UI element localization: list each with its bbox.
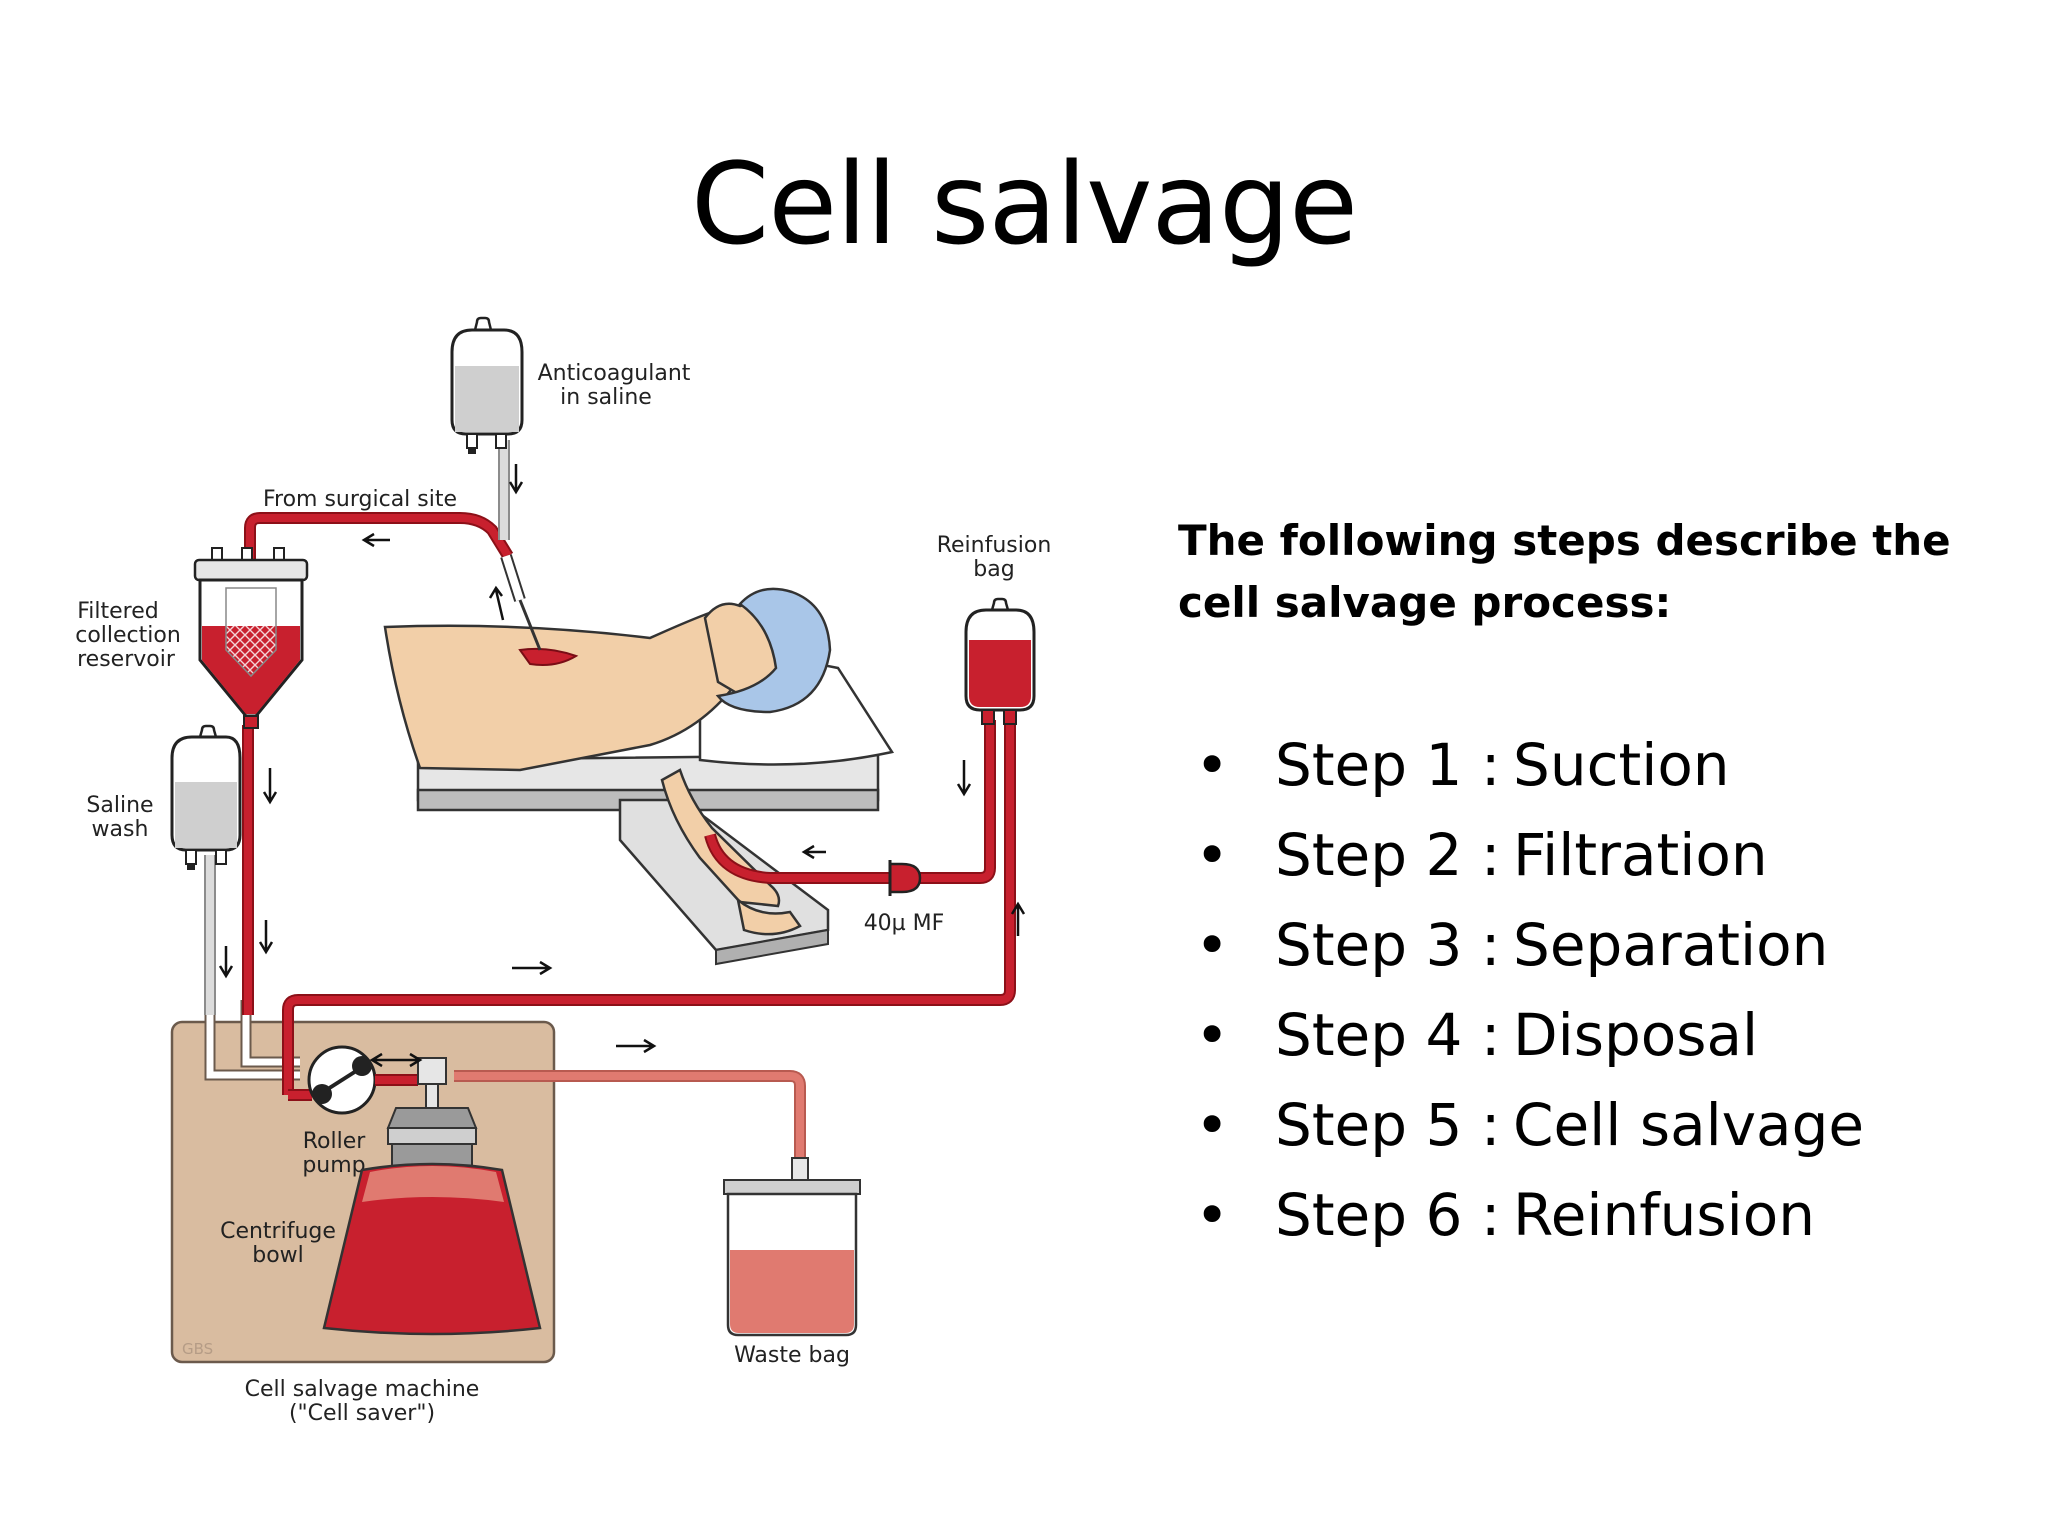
- anticoagulant-bag: [450, 316, 524, 454]
- arrow-to-waste: [616, 1038, 657, 1054]
- bullet: •: [1195, 821, 1230, 889]
- slide-title: Cell salvage: [691, 140, 1358, 270]
- artist-mark: GBS: [182, 1340, 213, 1358]
- steps-list: • Step 1 :Suction • Step 2 :Filtration • St…: [1195, 720, 1864, 1260]
- label-filtered-3: reservoir: [77, 647, 176, 672]
- label-from-surgical-site: From surgical site: [263, 487, 457, 512]
- cell-salvage-diagram: GBS Saline wash From surgical site Antic…: [75, 316, 1052, 1426]
- arrow-anticoagulant: [508, 464, 524, 495]
- label-roller-1: Roller: [303, 1129, 367, 1154]
- step-name: Reinfusion: [1513, 1181, 1816, 1249]
- list-item: • Step 6 :Reinfusion: [1195, 1170, 1864, 1260]
- label-reinfusion-2: bag: [973, 557, 1014, 582]
- step-number: Step 2 :: [1275, 821, 1501, 889]
- suction-wand: [500, 554, 542, 651]
- filtered-collection-reservoir: [193, 547, 309, 729]
- bullet: •: [1195, 911, 1230, 979]
- arrow-to-arm: [801, 844, 826, 860]
- saline-wash-bag: [170, 724, 242, 870]
- label-reinfusion-1: Reinfusion: [937, 533, 1052, 558]
- label-machine-1: Cell salvage machine: [245, 1377, 480, 1402]
- label-waste-bag: Waste bag: [734, 1343, 850, 1368]
- label-filter: 40µ MF: [864, 911, 945, 936]
- step-number: Step 1 :: [1275, 731, 1501, 799]
- label-saline-wash-1: Saline: [86, 793, 153, 818]
- arrow-suction: [488, 585, 505, 621]
- centrifuge-bowl: [322, 1057, 542, 1336]
- step-name: Cell salvage: [1513, 1091, 1865, 1159]
- waste-bag: [723, 1157, 861, 1337]
- label-anticoagulant-2: in saline: [560, 385, 652, 410]
- list-item: • Step 5 :Cell salvage: [1195, 1080, 1864, 1170]
- arrow-return-line: [512, 960, 553, 976]
- arrow-surgical-line: [361, 532, 390, 548]
- operating-table: [416, 753, 880, 966]
- step-number: Step 3 :: [1275, 911, 1501, 979]
- arrow-reservoir-down: [262, 768, 278, 805]
- arrow-reinfusion-down: [956, 760, 972, 797]
- intro-text: The following steps describe the cell sa…: [1178, 516, 1951, 627]
- bullet: •: [1195, 1091, 1230, 1159]
- microaggregate-filter: [888, 860, 922, 896]
- step-name: Filtration: [1513, 821, 1768, 889]
- arrow-saline-down: [218, 946, 234, 979]
- label-filtered-2: collection: [75, 623, 181, 648]
- label-roller-2: pump: [302, 1153, 365, 1178]
- label-anticoagulant-1: Anticoagulant: [538, 361, 691, 386]
- roller-pump: [307, 1045, 377, 1115]
- list-item: • Step 3 :Separation: [1195, 900, 1864, 990]
- step-name: Suction: [1513, 731, 1730, 799]
- arrow-reinfusion-up: [1010, 901, 1026, 936]
- step-number: Step 6 :: [1275, 1181, 1501, 1249]
- list-item: • Step 1 :Suction: [1195, 720, 1864, 810]
- step-number: Step 4 :: [1275, 1001, 1501, 1069]
- bullet: •: [1195, 1181, 1230, 1249]
- bullet: •: [1195, 1001, 1230, 1069]
- label-saline-wash-2: wash: [92, 817, 149, 842]
- label-centrifuge-2: bowl: [252, 1243, 304, 1268]
- label-centrifuge-1: Centrifuge: [220, 1219, 336, 1244]
- label-filtered-1: Filtered: [77, 599, 159, 624]
- step-name: Disposal: [1513, 1001, 1759, 1069]
- list-item: • Step 4 :Disposal: [1195, 990, 1864, 1080]
- list-item: • Step 2 :Filtration: [1195, 810, 1864, 900]
- arrow-pump-bowl: [369, 1052, 423, 1068]
- reinfusion-bag: [964, 597, 1036, 725]
- arrow-red-down: [258, 920, 274, 955]
- label-machine-2: ("Cell saver"): [289, 1401, 435, 1426]
- bullet: •: [1195, 731, 1230, 799]
- step-number: Step 5 :: [1275, 1091, 1501, 1159]
- step-name: Separation: [1513, 911, 1829, 979]
- flow-arrows: [218, 464, 1026, 1068]
